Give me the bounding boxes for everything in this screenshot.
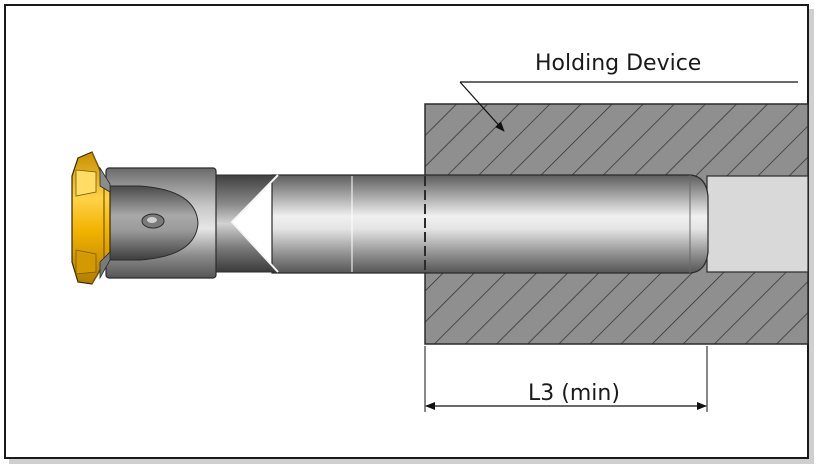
holding-device-bore [706, 175, 809, 273]
holding-device-label: Holding Device [535, 51, 702, 76]
cutting-insert [71, 151, 111, 285]
l3-min-label: L3 (min) [528, 381, 620, 406]
l3-dimension [424, 346, 708, 412]
holding-device-leader [459, 81, 798, 132]
tool-head [105, 167, 217, 279]
tool-shank [271, 174, 709, 274]
